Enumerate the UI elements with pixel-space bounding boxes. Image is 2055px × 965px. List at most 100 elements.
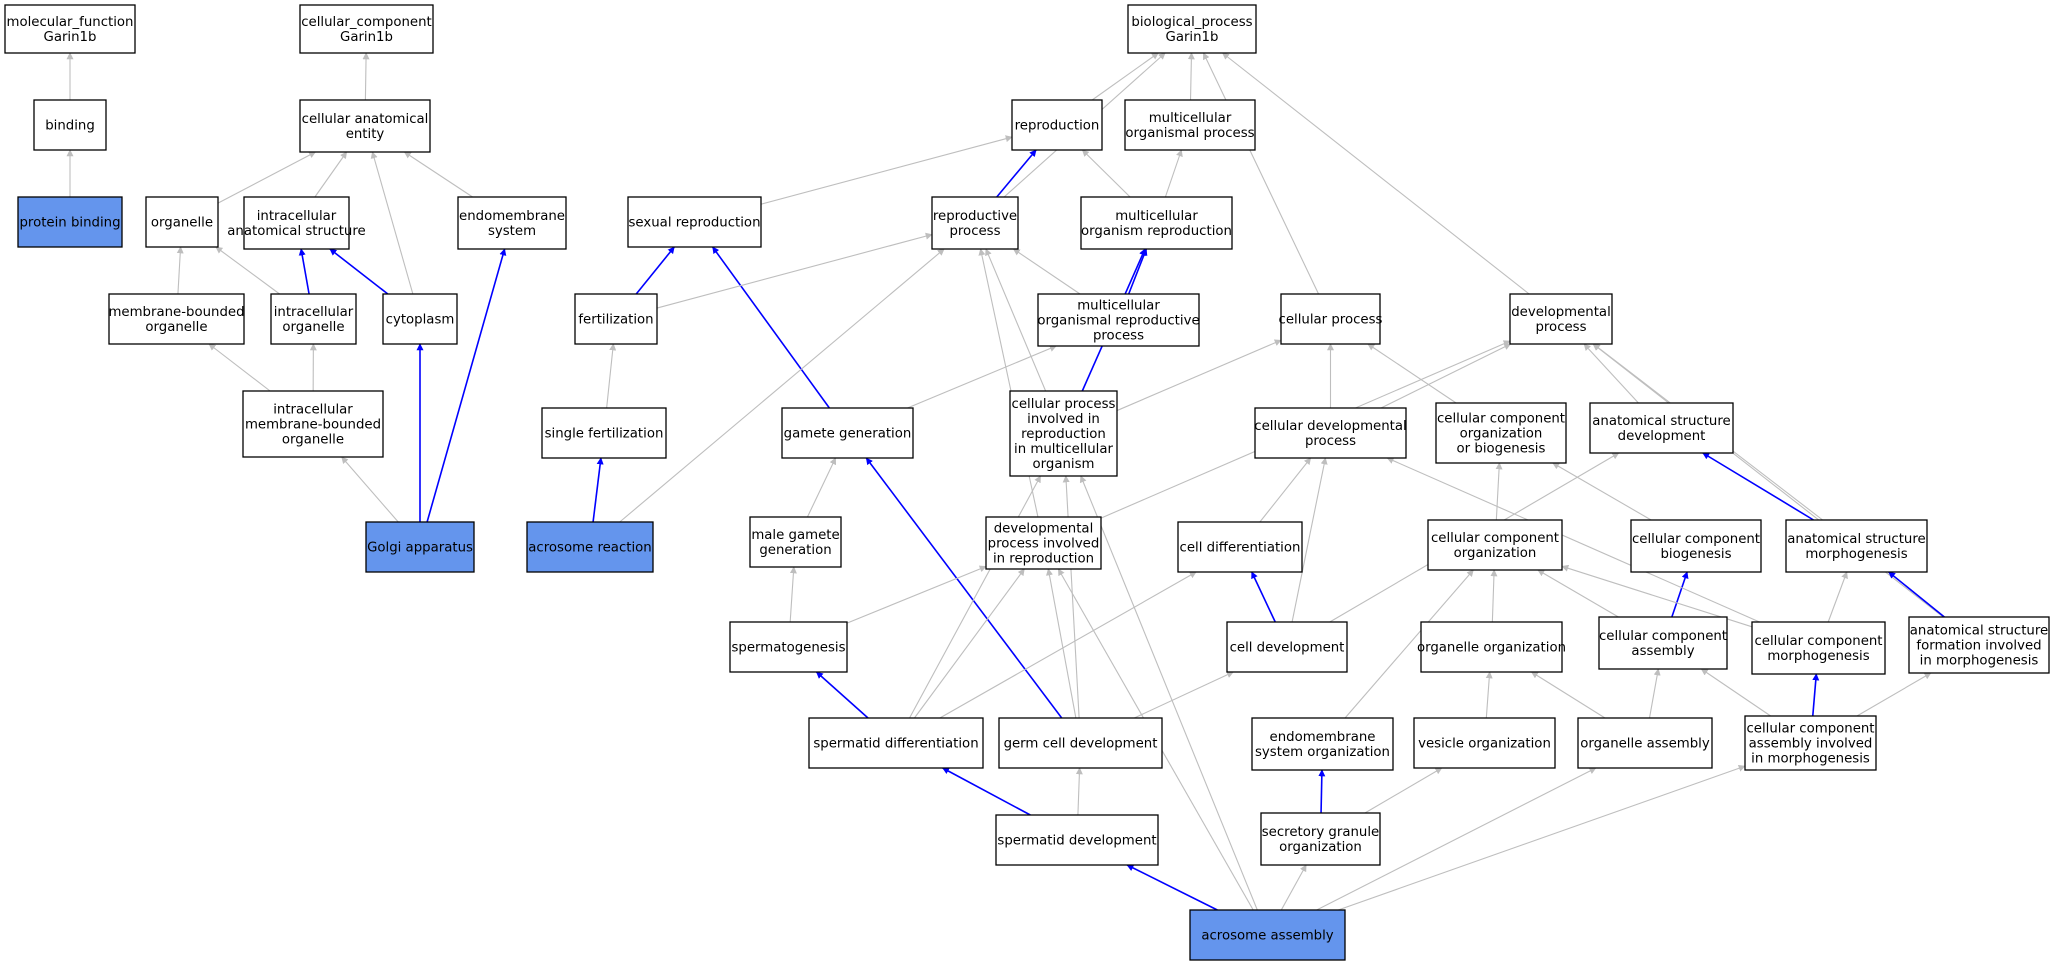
node-organelle[interactable]: organelle — [145, 196, 219, 248]
node-celldiff[interactable]: cell differentiation — [1177, 521, 1303, 573]
node-box-acrreact[interactable] — [526, 521, 654, 573]
node-box-mbo[interactable] — [108, 293, 245, 345]
node-cytoplasm[interactable]: cytoplasm — [382, 293, 458, 345]
node-box-cca[interactable] — [1598, 616, 1728, 670]
node-box-celldev[interactable] — [1226, 621, 1348, 673]
node-box-bp[interactable] — [1127, 4, 1257, 54]
node-box-spermgen[interactable] — [729, 621, 848, 673]
node-celldev[interactable]: cell development — [1226, 621, 1348, 673]
node-box-io[interactable] — [270, 293, 357, 345]
node-box-protbind[interactable] — [17, 196, 123, 248]
node-box-dpir[interactable] — [985, 516, 1102, 570]
node-box-endosys[interactable] — [457, 196, 567, 250]
node-box-ccob[interactable] — [1435, 402, 1567, 464]
node-binding[interactable]: binding — [33, 99, 107, 151]
node-sexrep[interactable]: sexual reproduction — [627, 196, 762, 248]
node-box-asd[interactable] — [1589, 402, 1734, 454]
node-box-ias[interactable] — [243, 196, 350, 250]
node-cellproc[interactable]: cellular process — [1279, 293, 1383, 345]
node-box-singfert[interactable] — [541, 407, 667, 459]
node-box-endoorg[interactable] — [1251, 717, 1394, 771]
node-box-fert[interactable] — [574, 293, 658, 345]
node-box-cae[interactable] — [299, 99, 431, 153]
node-box-asm[interactable] — [1785, 519, 1928, 573]
node-box-golgi[interactable] — [365, 521, 475, 573]
node-box-acrasm[interactable] — [1189, 909, 1346, 961]
node-box-imbo[interactable] — [242, 390, 384, 458]
node-box-sexrep[interactable] — [627, 196, 762, 248]
node-orgorg[interactable]: organelle organization — [1417, 621, 1566, 673]
node-fert[interactable]: fertilization — [574, 293, 658, 345]
node-box-ccb[interactable] — [1630, 519, 1762, 573]
node-spdiff[interactable]: spermatid differentiation — [808, 717, 984, 769]
node-germdev[interactable]: germ cell development — [998, 717, 1163, 769]
node-orgasm[interactable]: organelle assembly — [1577, 717, 1713, 769]
node-spermgen[interactable]: spermatogenesis — [729, 621, 848, 673]
node-box-repproc[interactable] — [931, 196, 1019, 250]
node-box-organelle[interactable] — [145, 196, 219, 248]
node-box-binding[interactable] — [33, 99, 107, 151]
node-box-secgran[interactable] — [1260, 812, 1381, 866]
node-box-gamgen[interactable] — [781, 407, 914, 459]
node-box-ccm[interactable] — [1751, 621, 1886, 675]
node-box-reproduction[interactable] — [1011, 99, 1103, 151]
node-box-orgasm[interactable] — [1577, 717, 1713, 769]
node-golgi[interactable]: Golgi apparatus — [365, 521, 475, 573]
node-box-mop[interactable] — [1124, 99, 1256, 151]
node-box-celldiff[interactable] — [1177, 521, 1303, 573]
node-box-spdev[interactable] — [995, 814, 1159, 866]
node-box-spdiff[interactable] — [808, 717, 984, 769]
node-box-orgorg[interactable] — [1420, 621, 1563, 673]
node-box-celldevproc[interactable] — [1254, 407, 1407, 459]
node-box-mor[interactable] — [1080, 196, 1233, 250]
node-box-germdev[interactable] — [998, 717, 1163, 769]
node-box-cco[interactable] — [1427, 519, 1563, 571]
node-box-cytoplasm[interactable] — [382, 293, 458, 345]
node-spdev[interactable]: spermatid development — [995, 814, 1159, 866]
node-box-mf[interactable] — [4, 4, 136, 54]
node-protbind[interactable]: protein binding — [17, 196, 123, 248]
node-box-cpirmo[interactable] — [1009, 390, 1118, 477]
node-vesorg[interactable]: vesicle organization — [1413, 717, 1556, 769]
node-box-devproc[interactable] — [1509, 293, 1613, 345]
node-singfert[interactable]: single fertilization — [541, 407, 667, 459]
node-box-ccaim[interactable] — [1744, 715, 1877, 771]
node-box-morp[interactable] — [1037, 293, 1200, 347]
node-box-asfim[interactable] — [1908, 616, 2050, 674]
node-acrasm[interactable]: acrosome assembly — [1189, 909, 1346, 961]
node-gamgen[interactable]: gamete generation — [781, 407, 914, 459]
node-box-cellproc[interactable] — [1280, 293, 1381, 345]
node-reproduction[interactable]: reproduction — [1011, 99, 1103, 151]
node-box-vesorg[interactable] — [1413, 717, 1556, 769]
node-box-cc[interactable] — [299, 4, 434, 54]
node-box-malegam[interactable] — [749, 516, 842, 568]
